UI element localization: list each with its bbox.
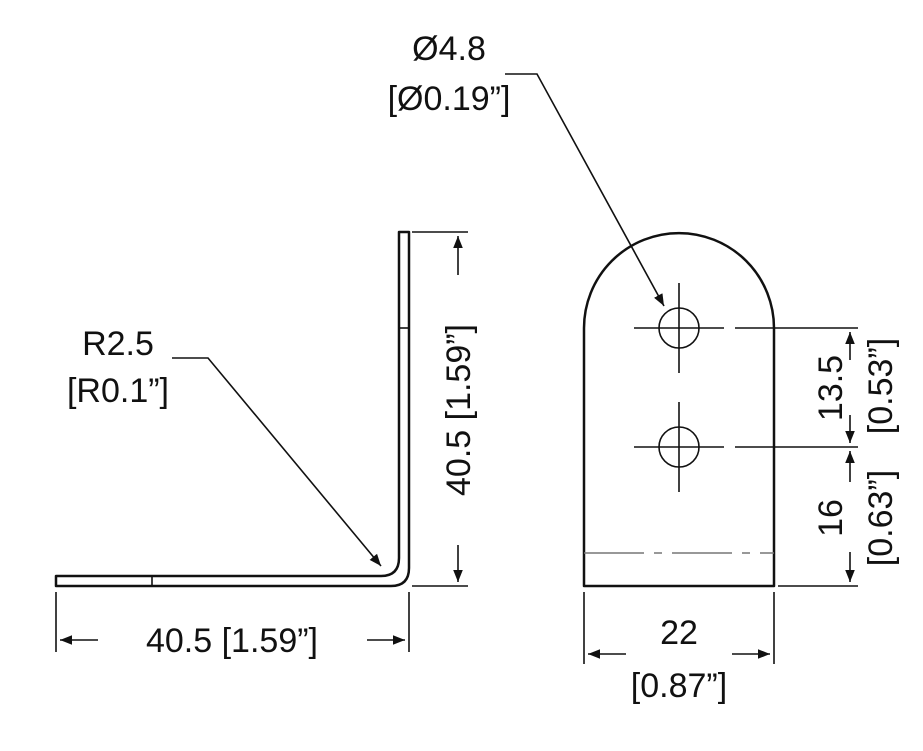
side-view: 40.5 [1.59”] 40.5 [1.59”] R2.5 [R0.1”] [54, 230, 478, 660]
hole-diameter-callout: Ø4.8 [Ø0.19”] [388, 30, 665, 307]
side-profile-outline [54, 230, 411, 588]
dimension-side-height: 40.5 [1.59”] [412, 231, 478, 587]
dimension-front-width: 22 [0.87”] [583, 592, 775, 705]
hole-dia-in-label: [Ø0.19”] [388, 80, 511, 118]
hole-dia-leader-line [505, 73, 665, 307]
hole-lower [634, 402, 724, 492]
hole-spacing-in-label: [0.53”] [862, 338, 900, 434]
dimension-hole-spacing: 13.5 [0.53”] [735, 327, 900, 448]
front-view: Ø4.8 [Ø0.19”] 13.5 [0.53”] 16 [0.63”] [388, 30, 900, 705]
hole-dia-mm-label: Ø4.8 [412, 30, 486, 68]
hole-edge-in-label: [0.63”] [862, 470, 900, 566]
hole-spacing-mm-label: 13.5 [812, 355, 850, 421]
dimension-hole-edge: 16 [0.63”] [778, 451, 900, 587]
hole-edge-mm-label: 16 [812, 499, 850, 537]
side-height-label: 40.5 [1.59”] [440, 324, 478, 496]
front-outline [582, 231, 776, 588]
hole-upper [634, 283, 724, 373]
radius-callout: R2.5 [R0.1”] [67, 325, 382, 567]
radius-mm-label: R2.5 [82, 325, 154, 363]
dimension-side-width: 40.5 [1.59”] [55, 592, 410, 660]
radius-in-label: [R0.1”] [67, 372, 169, 410]
front-width-in-label: [0.87”] [631, 667, 727, 705]
front-width-mm-label: 22 [660, 614, 698, 652]
radius-leader-line [172, 357, 382, 567]
side-width-label: 40.5 [1.59”] [146, 622, 318, 660]
